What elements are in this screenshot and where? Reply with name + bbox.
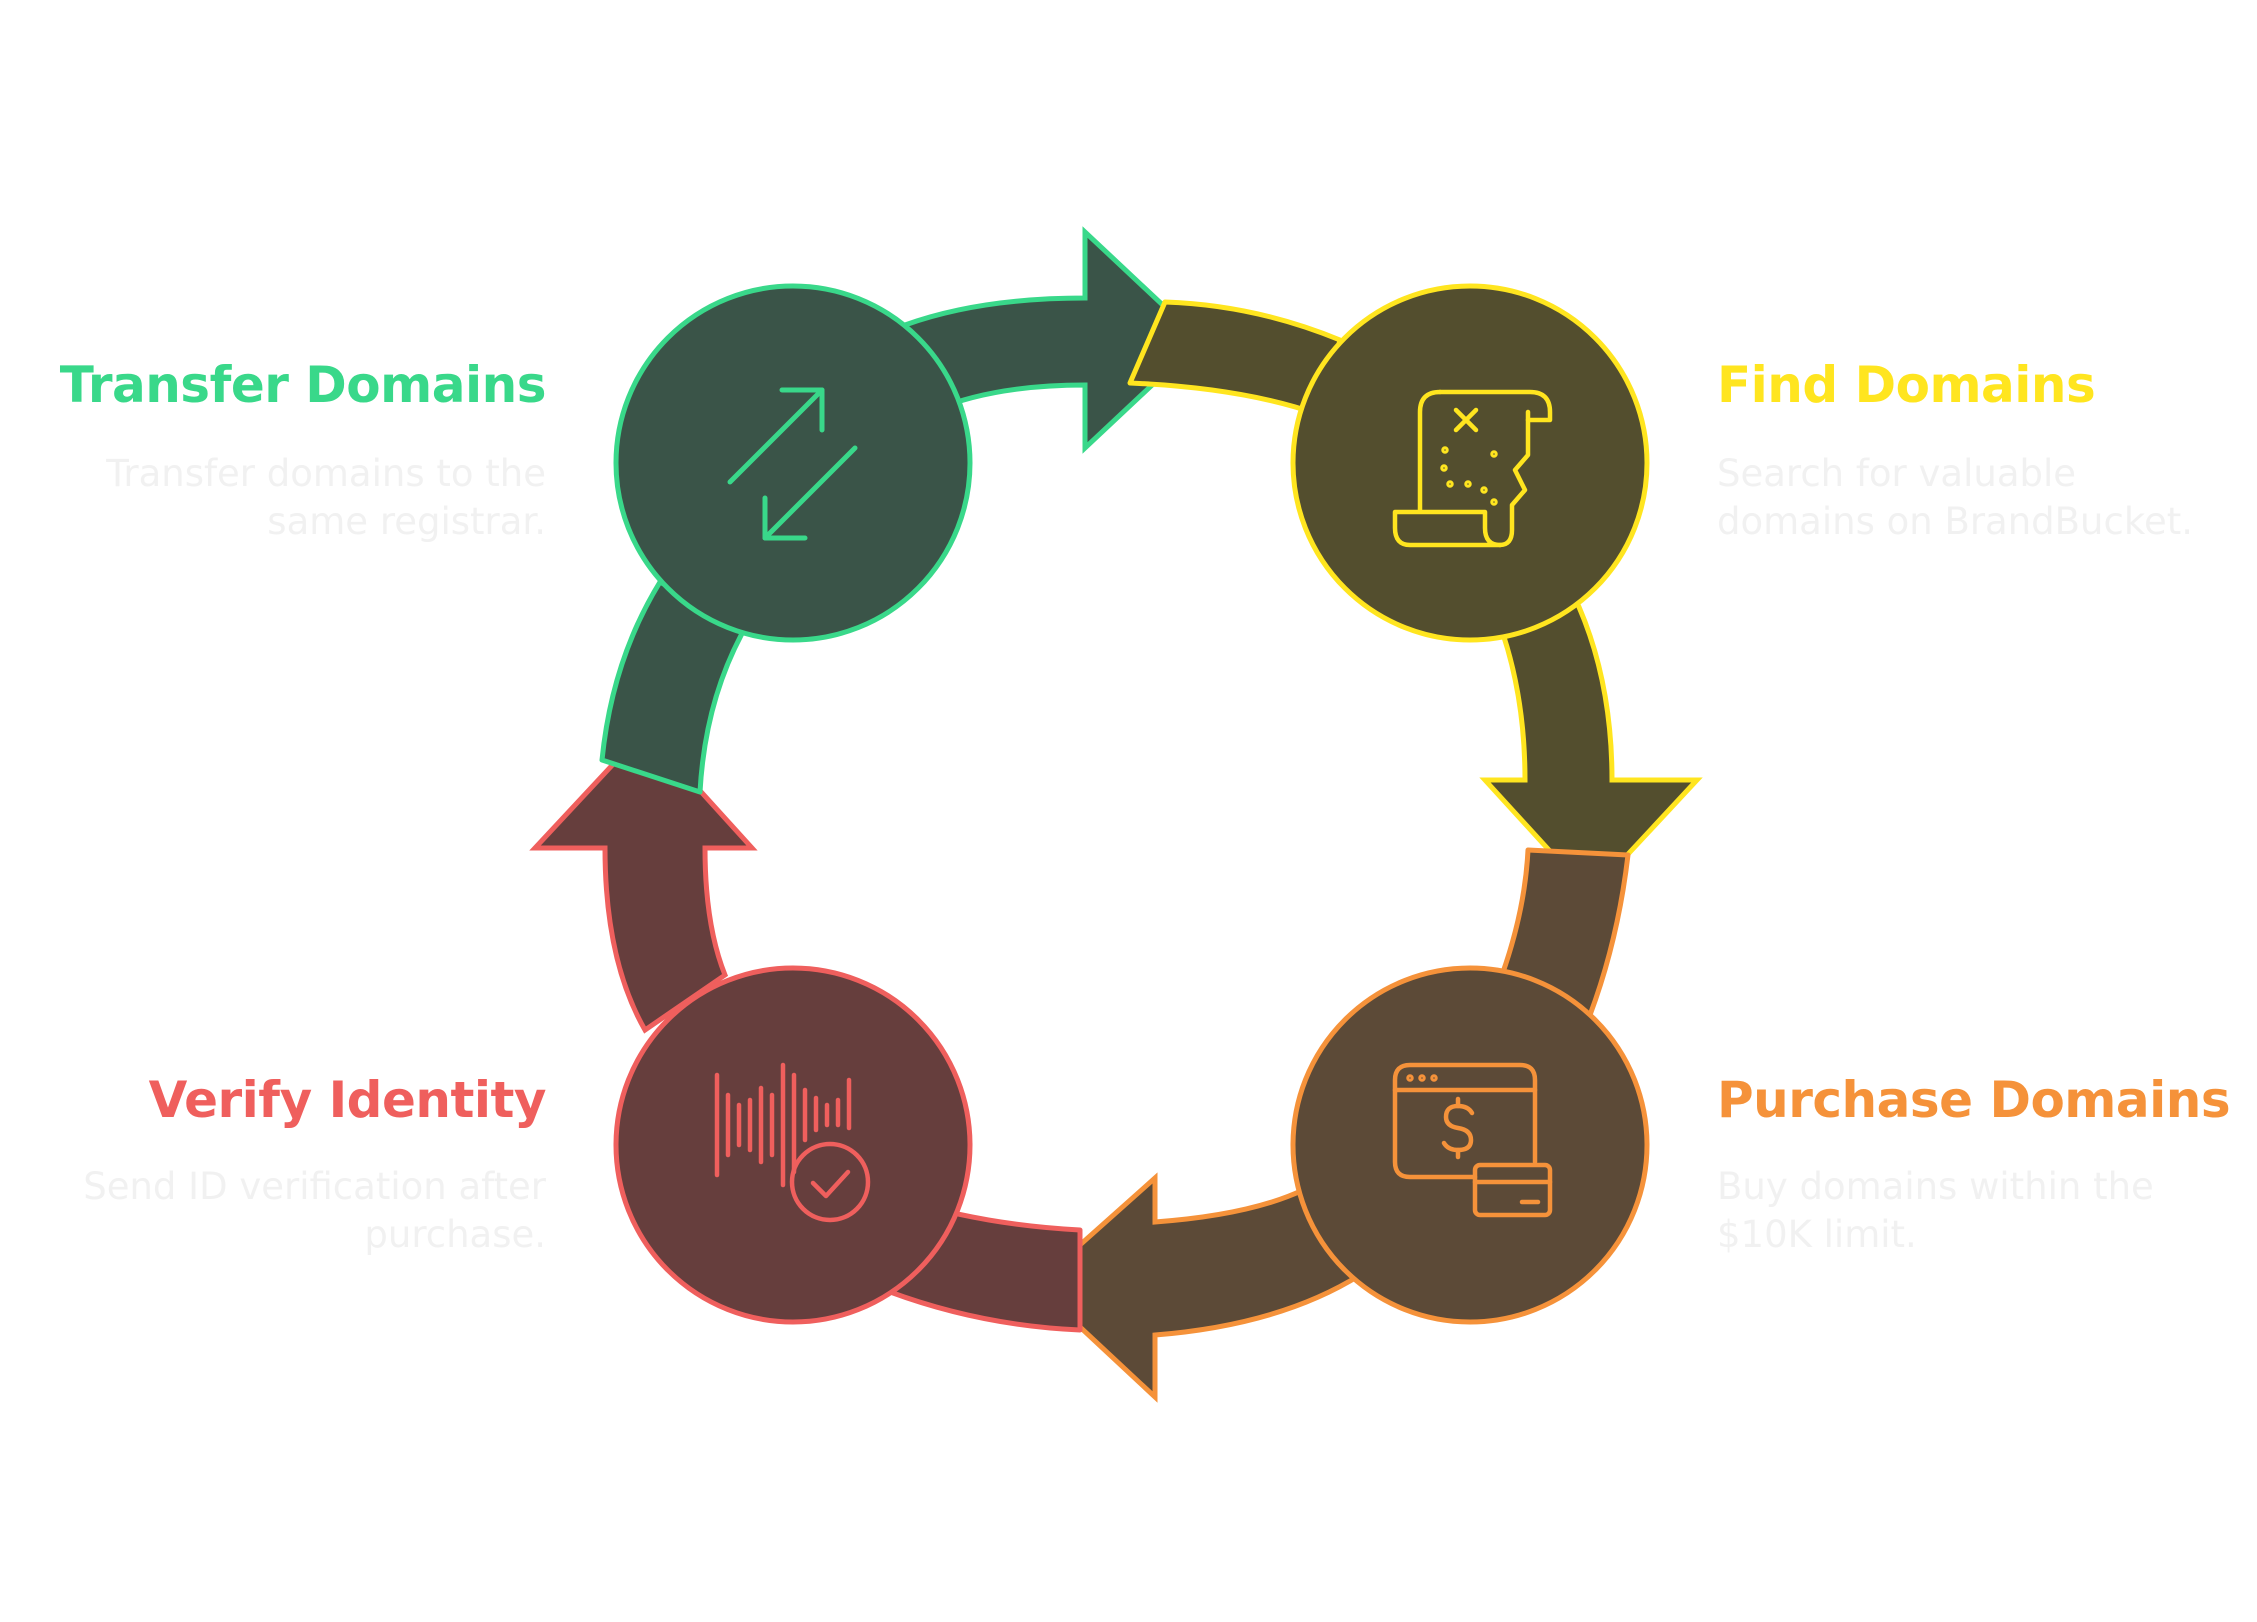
transfer-arrows-icon <box>727 387 858 541</box>
treasure-map-icon <box>1392 389 1553 548</box>
step-desc-transfer: Transfer domains to the same registrar. <box>106 452 546 543</box>
arrow-find-to-purchase <box>1479 575 1703 899</box>
arrow-verify-to-transfer <box>529 726 758 1034</box>
voice-verified-icon <box>714 1062 871 1223</box>
step-desc-purchase: Buy domains within the $10K limit. <box>1717 1165 2154 1256</box>
step-desc-find: Search for valuable domains on BrandBuck… <box>1717 452 2193 543</box>
step-node-verify <box>613 965 973 1325</box>
step-node-find <box>1290 283 1650 643</box>
step-title-find: Find Domains <box>1717 356 2096 414</box>
step-node-purchase <box>1290 965 1650 1325</box>
step-title-transfer: Transfer Domains <box>59 356 547 414</box>
step-title-purchase: Purchase Domains <box>1717 1071 2231 1129</box>
arrow-purchase-to-verify <box>1031 1172 1364 1403</box>
online-payment-icon <box>1392 1062 1553 1218</box>
step-node-transfer <box>613 283 973 643</box>
step-title-verify: Verify Identity <box>148 1071 547 1129</box>
step-desc-verify: Send ID verification after purchase. <box>83 1165 546 1256</box>
